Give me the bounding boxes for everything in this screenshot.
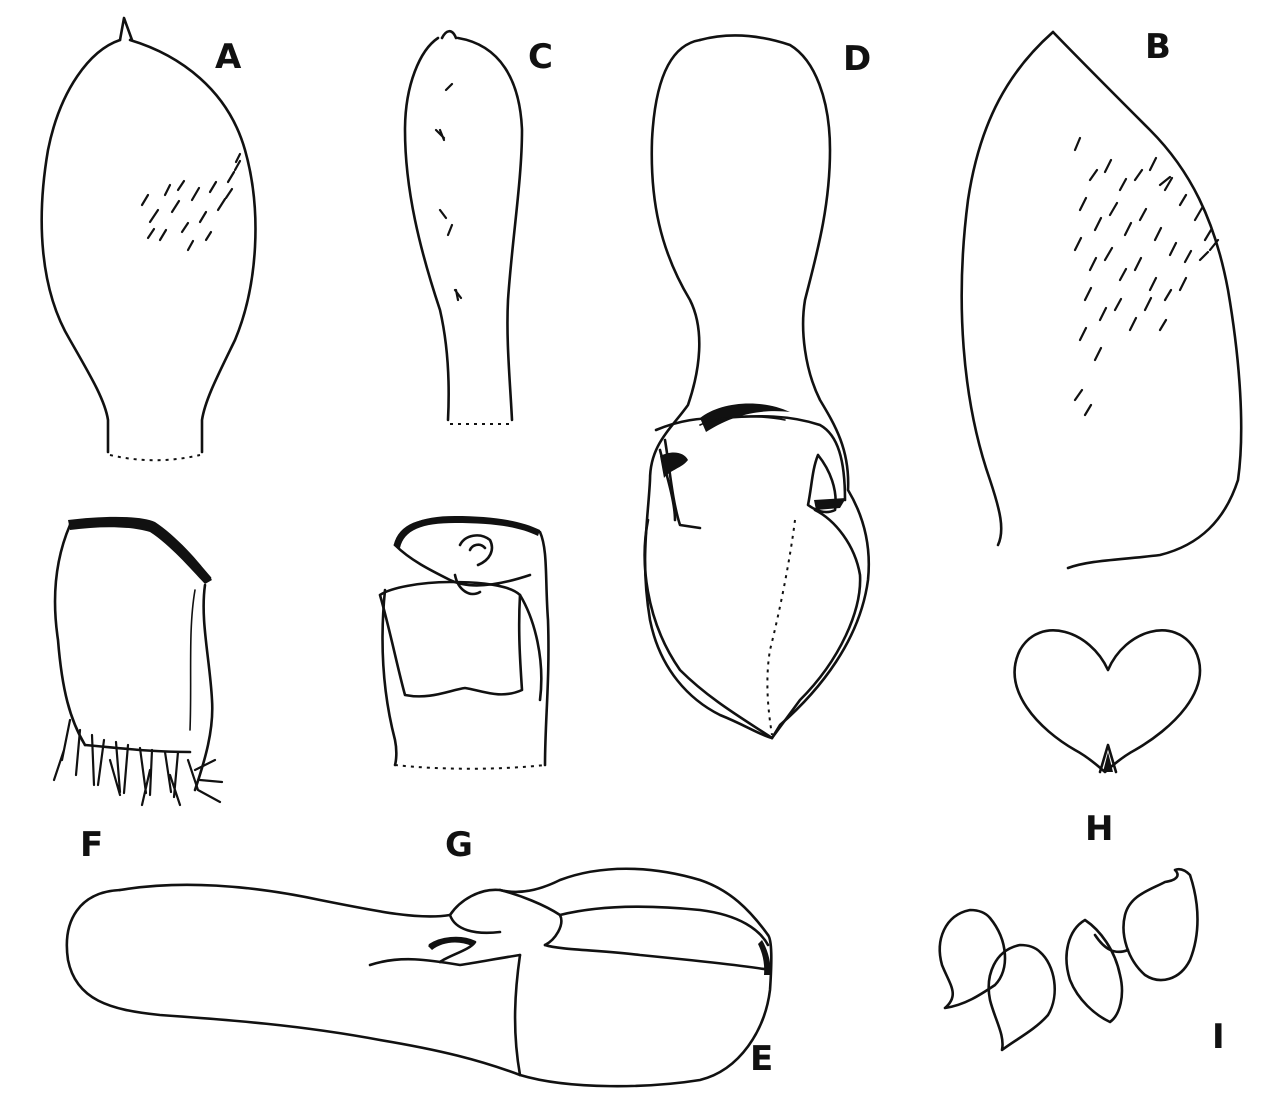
drawing-i-pollinia [938,867,1199,1052]
label-f: F [80,825,103,865]
label-a: A [215,37,242,77]
label-b: B [1145,27,1171,67]
hairs-b [1073,136,1220,417]
label-g: G [445,825,473,865]
label-i: I [1212,1017,1225,1057]
drawing-e-lip-side [65,867,773,1088]
drawing-b-sepal [960,30,1243,570]
label-h: H [1085,809,1113,849]
drawing-a-sepal [40,16,257,462]
label-d: D [843,39,871,79]
hairs-f [52,718,224,807]
drawing-f-column [52,516,224,807]
label-c: C [528,37,553,77]
drawing-h-heart [1013,629,1202,774]
drawing-c-petal [403,29,524,425]
drawing-d-lip [643,34,871,740]
label-e: E [750,1039,773,1079]
hairs-a [140,152,242,252]
drawing-g-column-front [378,516,550,770]
